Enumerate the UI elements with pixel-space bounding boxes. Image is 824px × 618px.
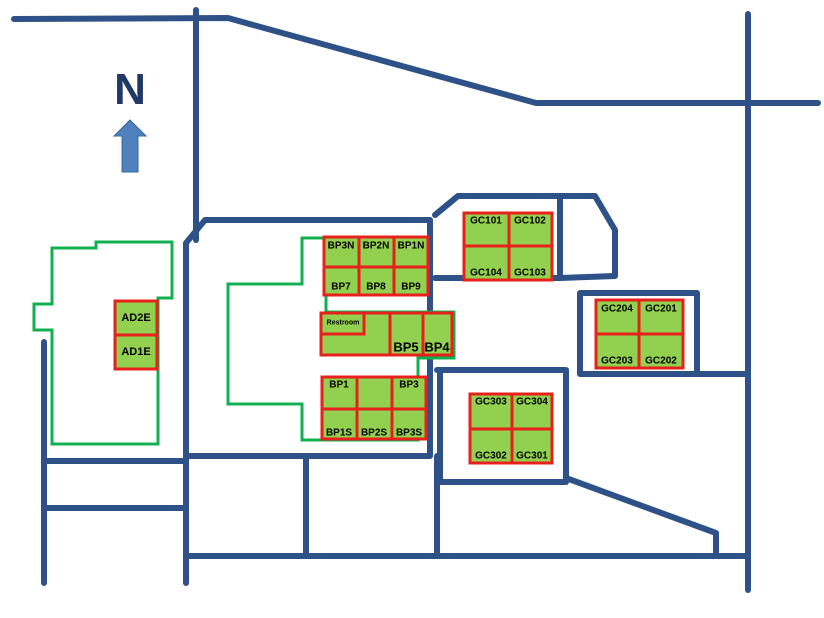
room-bp3s[interactable] xyxy=(390,407,428,441)
bp-south-block: BP1 BP3 BP1S BP2S BP3S xyxy=(320,375,428,441)
room-label: GC203 xyxy=(601,356,633,367)
room-label: BP1S xyxy=(326,428,352,439)
room-gc102[interactable] xyxy=(507,211,554,248)
room-label: BP9 xyxy=(401,282,421,293)
north-label: N xyxy=(114,65,146,114)
roads xyxy=(11,7,821,593)
road-gc300-diagonal xyxy=(563,475,719,558)
room-gc202[interactable] xyxy=(637,332,685,370)
bp-north-block: BP3N BP2N BP1N BP7 BP8 BP9 xyxy=(322,235,430,297)
gc100-block: GC101 GC102 GC104 GC103 xyxy=(462,211,554,282)
room-bp9[interactable] xyxy=(392,265,430,297)
ad-building-outline xyxy=(32,240,174,446)
road-north xyxy=(11,15,821,106)
gc200-block: GC204 GC201 GC203 GC202 xyxy=(594,298,685,370)
room-gc302[interactable] xyxy=(468,427,514,465)
room-label: BP1N xyxy=(398,241,425,252)
room-restroom[interactable] xyxy=(319,311,366,336)
room-label: GC104 xyxy=(470,268,502,279)
room-label: GC303 xyxy=(475,397,507,408)
road-gc300-block xyxy=(434,367,569,485)
gc300-block: GC303 GC304 GC302 GC301 xyxy=(468,392,554,465)
room-bp7[interactable] xyxy=(322,265,361,297)
room-label: BP2N xyxy=(363,241,390,252)
room-bp8[interactable] xyxy=(357,265,396,297)
room-bp2s[interactable] xyxy=(355,407,394,441)
room-label: BP8 xyxy=(366,282,386,293)
bp-middle-block: Restroom BP5 BP4 xyxy=(319,311,454,357)
room-label: BP3 xyxy=(399,380,419,391)
room-gc103[interactable] xyxy=(507,244,554,282)
room-label: AD2E xyxy=(121,312,150,324)
room-label: GC101 xyxy=(470,216,502,227)
room-label: BP5 xyxy=(393,340,418,355)
room-gc301[interactable] xyxy=(510,427,554,465)
ad-building: AD2E AD1E xyxy=(113,299,159,371)
room-label: Restroom xyxy=(327,320,360,327)
room-label: AD1E xyxy=(121,346,150,358)
room-label: GC202 xyxy=(645,356,677,367)
north-compass: N xyxy=(112,65,148,173)
room-label: BP7 xyxy=(331,282,351,293)
room-bp4[interactable] xyxy=(421,311,454,357)
room-label: BP4 xyxy=(424,340,450,355)
room-label: BP3S xyxy=(396,428,422,439)
room-label: BP3N xyxy=(328,241,355,252)
room-gc104[interactable] xyxy=(462,244,511,282)
room-label: GC102 xyxy=(514,216,546,227)
north-arrow-icon xyxy=(112,119,148,173)
room-label: GC302 xyxy=(475,451,507,462)
room-label: GC204 xyxy=(601,304,633,315)
room-bp1n[interactable] xyxy=(392,235,430,269)
room-ad1e[interactable] xyxy=(113,333,159,371)
room-label: GC201 xyxy=(645,304,677,315)
room-label: GC301 xyxy=(516,451,548,462)
room-bp-south-middle[interactable] xyxy=(355,375,394,411)
room-bp3n[interactable] xyxy=(322,235,361,269)
room-label: GC103 xyxy=(514,268,546,279)
room-gc203[interactable] xyxy=(594,332,641,370)
room-label: BP1 xyxy=(329,380,349,391)
room-label: BP2S xyxy=(361,428,387,439)
room-label: GC304 xyxy=(516,397,548,408)
